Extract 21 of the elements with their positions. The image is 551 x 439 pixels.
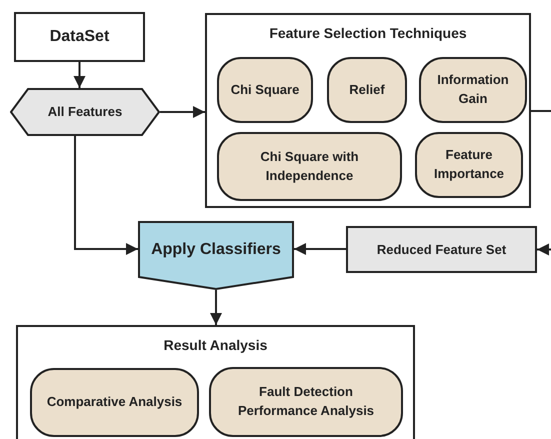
rounded-box: Relief (327, 57, 407, 123)
process-box: Reduced Feature Set (346, 226, 537, 273)
rounded-box: Comparative Analysis (30, 368, 199, 437)
arrow (537, 244, 551, 256)
process-box: DataSet (14, 12, 145, 62)
rounded-box: Chi Square (217, 57, 313, 123)
rounded-box: Fault Detection Performance Analysis (209, 367, 403, 437)
process-shape: Apply Classifiers (138, 221, 294, 290)
group-title: Feature Selection Techniques (268, 24, 468, 43)
group-box (16, 325, 415, 439)
arrow (74, 136, 138, 255)
arrow (210, 290, 222, 325)
group-box (205, 13, 531, 208)
arrow (74, 62, 86, 88)
rounded-box: Feature Importance (415, 132, 523, 198)
arrow (160, 106, 205, 118)
hexagon-box: All Features (10, 88, 160, 136)
group-title: Result Analysis (162, 336, 268, 355)
rounded-box: Information Gain (419, 57, 527, 123)
arrow (294, 243, 346, 255)
rounded-box: Chi Square with Independence (217, 132, 402, 201)
